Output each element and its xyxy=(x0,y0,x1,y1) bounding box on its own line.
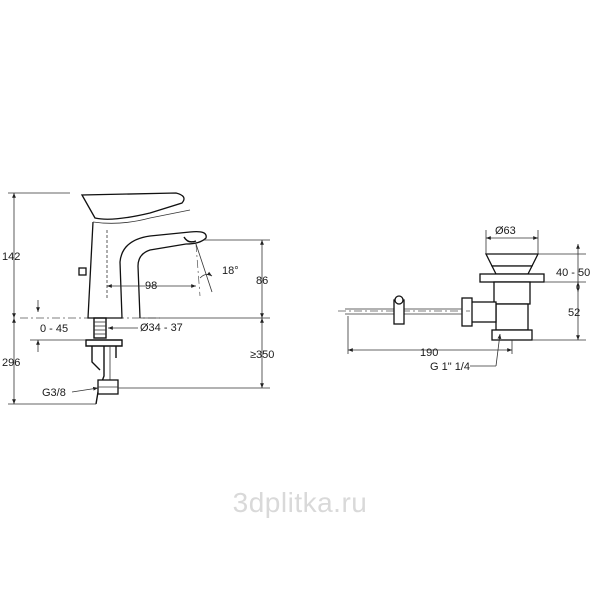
dim-142-label: 142 xyxy=(2,251,20,263)
cap-collar xyxy=(490,265,534,275)
dim-190-label: 190 xyxy=(420,347,438,359)
waste-thread xyxy=(495,303,529,331)
flange xyxy=(479,273,545,283)
dim-52-label: 52 xyxy=(568,307,580,319)
dim-g38-label: G3/8 xyxy=(42,387,66,399)
dim-deck-label: 0 - 45 xyxy=(40,323,68,335)
aerator xyxy=(183,236,197,243)
rod-screw xyxy=(394,295,404,305)
fixing-bracket xyxy=(85,339,123,371)
side-nut xyxy=(461,297,473,327)
dim-63-label: Ø63 xyxy=(495,225,516,237)
faucet-lever xyxy=(80,192,185,220)
waste-body xyxy=(493,281,531,305)
popup-cap xyxy=(484,253,540,267)
waste-drawing: Ø63 40 - 50 52 190 G 1" 1/4 xyxy=(338,225,590,373)
dim-hole-label: Ø34 - 37 xyxy=(140,322,183,334)
threaded-stud xyxy=(93,317,107,339)
lever-seam xyxy=(92,209,191,224)
dim-98-label: 98 xyxy=(145,280,157,292)
side-connector xyxy=(469,301,497,323)
dim-thread-label: G 1" 1/4 xyxy=(430,361,470,373)
body-knob xyxy=(78,267,87,276)
faucet-body xyxy=(87,221,207,319)
faucet-drawing: 142 296 0 - 45 G3/8 98 18° 86 Ø34 - 37 xyxy=(2,192,274,405)
dim-angle-label: 18° xyxy=(222,265,239,277)
dim-350-label: ≥350 xyxy=(250,349,274,361)
dim-86-label: 86 xyxy=(256,275,268,287)
waste-nut xyxy=(491,329,533,341)
dim-4050-label: 40 - 50 xyxy=(556,267,590,279)
hose xyxy=(95,346,105,405)
dim-296-label: 296 xyxy=(2,357,20,369)
watermark: 3dplitka.ru xyxy=(233,487,368,518)
